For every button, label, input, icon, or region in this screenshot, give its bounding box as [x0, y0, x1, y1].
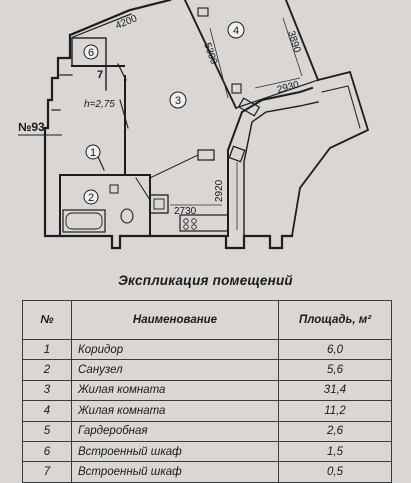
row-num: 5	[22, 420, 72, 442]
row-num: 4	[22, 400, 72, 422]
row-name: Коридор	[71, 338, 279, 361]
row-area: 11,2	[278, 400, 392, 422]
dimension-2730: 2730	[174, 206, 197, 217]
row-num: 1	[22, 338, 72, 361]
row-name: Жилая комната	[71, 379, 279, 402]
row-area: 1,5	[278, 440, 392, 463]
header-name: Наименование	[71, 300, 279, 340]
row-name: Встроенный шкаф	[71, 440, 279, 463]
table-header-row: № Наименование Площадь, м²	[22, 300, 392, 340]
room-number-7: 7	[97, 69, 103, 81]
room-number-1: 1	[90, 147, 96, 159]
table-row: 2 Санузел 5,6	[22, 359, 392, 381]
table-row: 6 Встроенный шкаф 1,5	[22, 440, 392, 463]
room-number-3: 3	[175, 95, 181, 107]
room-markers: 6 7 3 4 1 2	[83, 21, 245, 205]
room-number-4: 4	[233, 25, 239, 37]
row-name: Санузел	[71, 359, 279, 381]
room-number-2: 2	[88, 192, 94, 204]
row-area: 0,5	[278, 461, 392, 483]
plan-walls	[43, 0, 370, 250]
row-num: 6	[22, 440, 72, 463]
room-number-6: 6	[88, 47, 94, 59]
ceiling-height: h=2,75	[84, 99, 115, 110]
row-num: 2	[22, 359, 72, 381]
explication-title: Экспликация помещений	[118, 273, 293, 288]
row-num: 3	[22, 379, 72, 402]
row-name: Встроенный шкаф	[71, 461, 279, 483]
header-area: Площадь, м²	[278, 300, 392, 340]
table-row: 3 Жилая комната 31,4	[22, 379, 392, 402]
table-row: 7 Встроенный шкаф 0,5	[22, 461, 392, 483]
row-area: 6,0	[278, 338, 392, 361]
row-name: Гардеробная	[71, 420, 279, 442]
dimension-2920: 2920	[214, 179, 225, 202]
row-num: 7	[22, 461, 72, 483]
table-row: 1 Коридор 6,0	[22, 338, 392, 361]
row-area: 5,6	[278, 359, 392, 381]
row-area: 31,4	[278, 379, 392, 402]
header-num: №	[22, 300, 72, 340]
row-area: 2,6	[278, 420, 392, 442]
table-row: 5 Гардеробная 2,6	[22, 420, 392, 442]
apartment-number: №93	[18, 120, 45, 134]
plan-dimension-lines	[170, 17, 303, 230]
row-name: Жилая комната	[71, 400, 279, 422]
explication-table: № Наименование Площадь, м² 1 Коридор 6,0…	[22, 300, 392, 483]
table-row: 4 Жилая комната 11,2	[22, 400, 392, 422]
floor-plan: 4200 5300 3890 2930 2920 2730 h=2,75 №93…	[18, 0, 370, 250]
